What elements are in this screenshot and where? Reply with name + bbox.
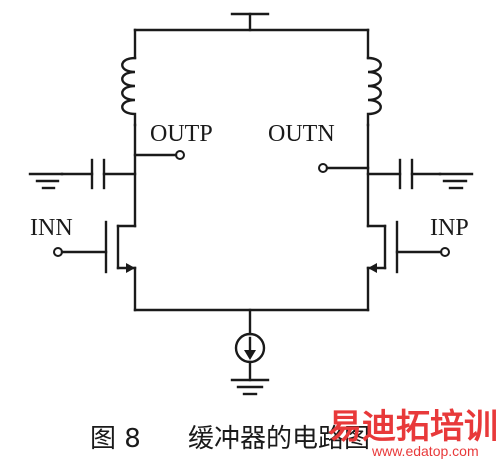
watermark-url: www.edatop.com — [371, 443, 479, 459]
ground-bottom — [230, 378, 270, 396]
inductor-left — [121, 56, 137, 127]
label-outn: OUTN — [268, 121, 335, 147]
label-inn: INN — [30, 215, 73, 241]
figure-title: 缓冲器的电路图 — [188, 424, 370, 454]
capacitor-right — [366, 158, 442, 190]
outn-node — [318, 163, 370, 173]
label-outp: OUTP — [150, 121, 213, 147]
transistor-left — [53, 220, 137, 312]
label-inp: INP — [430, 215, 469, 241]
top-rail — [133, 28, 370, 60]
ground-right-cap — [438, 172, 474, 190]
inductor-right — [366, 56, 382, 127]
capacitor-left — [60, 158, 137, 190]
outp-node — [133, 150, 185, 160]
transistor-right — [366, 220, 450, 312]
current-source — [234, 332, 266, 382]
ground-left-cap — [28, 172, 64, 190]
watermark-brand: 易迪拓培训 — [328, 407, 498, 447]
bottom-rail — [133, 308, 370, 336]
figure-number: 图 8 — [90, 424, 141, 454]
supply-terminal — [230, 12, 270, 32]
